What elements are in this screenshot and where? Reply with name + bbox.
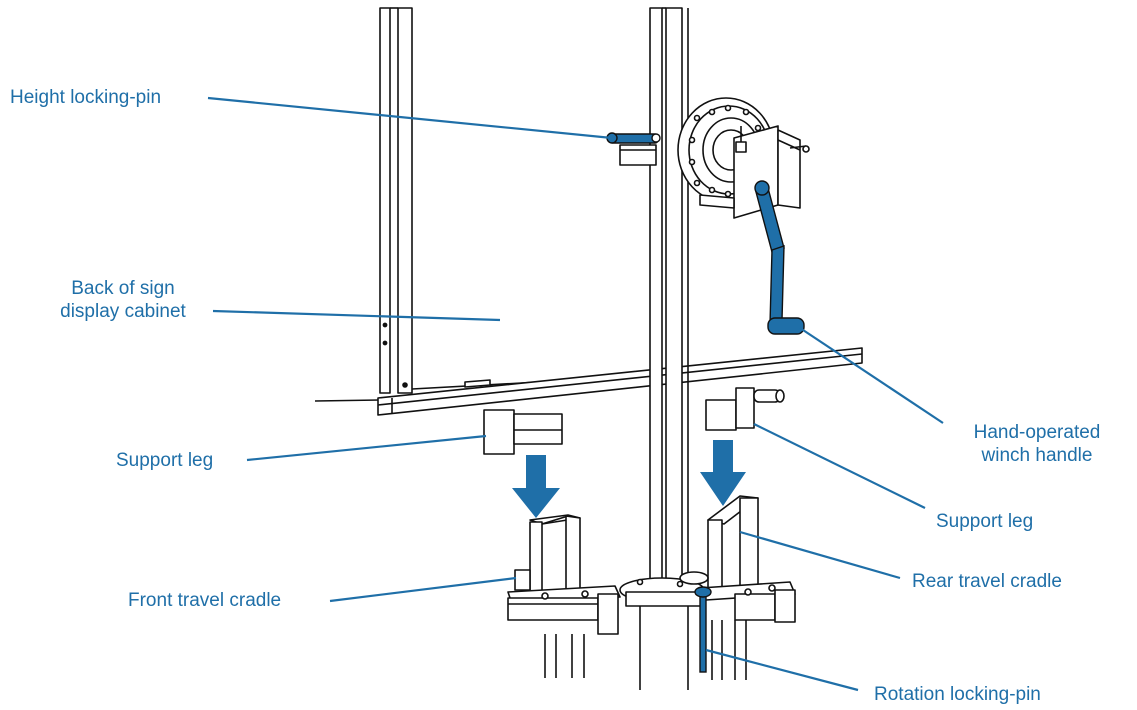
label-support-leg-left: Support leg (116, 450, 214, 471)
label-winch-handle-line2: winch handle (981, 445, 1093, 466)
leader-support-leg-left (246, 434, 487, 462)
rotation-locking-pin (694, 586, 712, 673)
leader-rotation-locking-pin (705, 648, 859, 692)
mast-pole (649, 7, 689, 599)
label-support-leg-right: Support leg (936, 511, 1034, 532)
rear-travel-cradle (699, 495, 796, 680)
height-locking-pin (606, 132, 661, 144)
sign-cabinet-frame (379, 7, 651, 394)
base-turntable (619, 571, 709, 690)
label-winch-handle: Hand-operated winch handle (944, 421, 1130, 467)
highlighted-parts (606, 132, 805, 673)
leader-support-leg-right (753, 423, 926, 509)
label-back-of-sign-line1: Back of sign (71, 278, 175, 299)
winch-assembly (677, 97, 810, 219)
leader-back-of-sign (212, 309, 501, 322)
label-front-travel-cradle: Front travel cradle (128, 590, 282, 611)
leader-height-locking-pin (207, 96, 613, 140)
label-rotation-locking-pin: Rotation locking-pin (874, 684, 1041, 705)
label-winch-handle-line1: Hand-operated (973, 422, 1101, 443)
direction-arrows (512, 440, 746, 518)
front-travel-cradle (507, 514, 621, 678)
support-leg-right (705, 387, 785, 431)
label-height-locking-pin: Height locking-pin (10, 87, 162, 108)
label-rear-travel-cradle: Rear travel cradle (912, 571, 1062, 592)
down-arrow-right (700, 440, 746, 506)
label-back-of-sign: Back of sign display cabinet (38, 277, 208, 323)
base-frame-beam (377, 347, 863, 416)
support-leg-left (483, 409, 563, 455)
down-arrow-left (512, 455, 560, 518)
height-locking-pin-bracket (619, 144, 657, 166)
label-back-of-sign-line2: display cabinet (60, 301, 186, 322)
leader-rear-travel-cradle (739, 530, 901, 580)
leader-winch-handle (799, 327, 944, 424)
ground-line (314, 399, 381, 402)
leader-front-travel-cradle (329, 576, 517, 603)
winch-handle (754, 180, 805, 335)
leader-lines (207, 96, 944, 692)
